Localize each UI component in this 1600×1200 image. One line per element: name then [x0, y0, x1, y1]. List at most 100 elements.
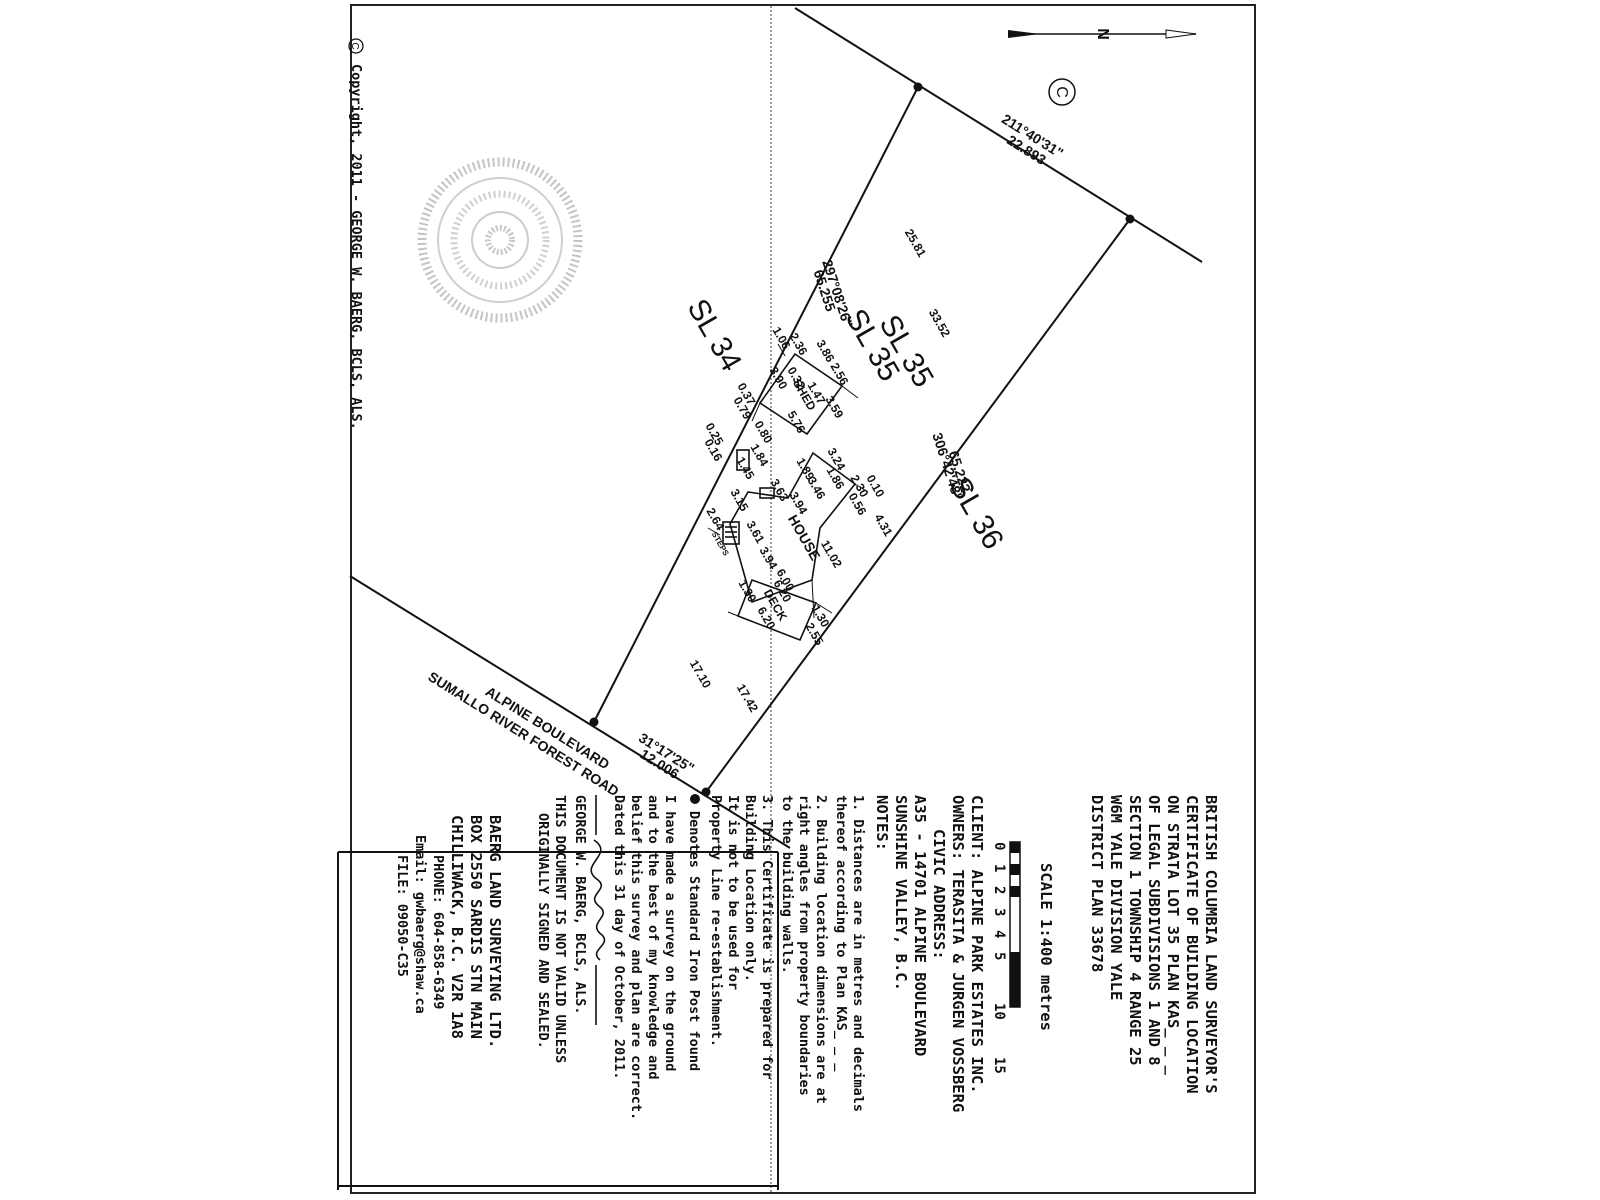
svg-text:3: 3 — [991, 908, 1007, 916]
road-label-sumallo: SUMALLO RIVER FOREST ROAD — [425, 668, 621, 799]
civic-address-label: CIVIC ADDRESS: — [930, 829, 948, 960]
dimension-label: 2.64 — [704, 505, 728, 533]
svg-text:Property Line re-establishment: Property Line re-establishment. — [708, 795, 724, 1047]
copyright-circle-icon: C — [1048, 78, 1076, 106]
svg-text:C: C — [1053, 86, 1070, 98]
dimension-label: 17.42 — [734, 681, 761, 714]
civic-address-line1: A35 - 14701 ALPINE BOULEVARD — [911, 795, 929, 1056]
buildings — [722, 352, 857, 642]
svg-text:I have made a survey on the gr: I have made a survey on the ground — [662, 795, 678, 1071]
dimension-label: 33.52 — [926, 306, 953, 339]
signatory-name: GEORGE W. BAERG, BCLS, ALS. — [572, 795, 588, 1014]
iron-post-marker — [1125, 214, 1135, 224]
embossed-seal — [417, 157, 583, 323]
title-block-frame — [337, 851, 779, 1190]
svg-text:10: 10 — [991, 1003, 1007, 1020]
south-lot-label: SL 34 — [681, 294, 748, 377]
svg-text:right angles from property bou: right angles from property boundaries — [796, 795, 812, 1096]
dimension-label: 17.10 — [687, 657, 714, 690]
dimension-label: 3.46 — [805, 474, 829, 502]
svg-text:2: 2 — [991, 886, 1007, 894]
svg-text:It is not to be used for: It is not to be used for — [725, 795, 741, 990]
south-side-line — [593, 86, 919, 723]
dimension-label: 3.94 — [757, 544, 781, 572]
svg-text:5: 5 — [991, 952, 1007, 960]
svg-text:to the building walls.: to the building walls. — [779, 795, 795, 974]
svg-text:CERTIFICATE OF BUILDING LOCATI: CERTIFICATE OF BUILDING LOCATION — [1183, 795, 1201, 1094]
notes-heading: NOTES: — [873, 795, 891, 851]
property-lines — [349, 7, 1203, 849]
svg-text:W6M YALE DIVISION YALE: W6M YALE DIVISION YALE — [1107, 795, 1125, 1000]
svg-text:Email: gwbaerg@shaw.ca: Email: gwbaerg@shaw.ca — [412, 835, 428, 1014]
rear-steps-outline — [759, 487, 775, 499]
svg-text:BRITISH COLUMBIA LAND SURVEYOR: BRITISH COLUMBIA LAND SURVEYOR'S — [1202, 795, 1220, 1094]
iron-posts — [589, 82, 1135, 797]
svg-text:1. Distances are in metres and: 1. Distances are in metres and decimals — [850, 795, 866, 1112]
svg-text:belief this survey and plan ar: belief this survey and plan are correct. — [628, 795, 644, 1120]
chimney-outline — [736, 449, 750, 471]
iron-post-legend-text: Denotes Standard Iron Post found — [686, 811, 702, 1071]
svg-text:BOX 2550 SARDIS STN MAIN: BOX 2550 SARDIS STN MAIN — [467, 815, 485, 1039]
civic-address-line2: SUNSHINE VALLEY, B.C. — [892, 795, 910, 991]
svg-text:OF LEGAL SUBDIVISIONS 1 AND 8: OF LEGAL SUBDIVISIONS 1 AND 8 — [1145, 795, 1163, 1066]
svg-text:PHONE: 604-858-6349: PHONE: 604-858-6349 — [430, 855, 446, 1009]
survey-title: BRITISH COLUMBIA LAND SURVEYOR'S CERTIFI… — [1088, 795, 1220, 1094]
offset-lines — [707, 343, 869, 619]
dimension-label: 0.80 — [752, 418, 776, 446]
dimension-label: 4.31 — [872, 511, 896, 539]
front-steps-outline — [722, 521, 740, 545]
scale-label: SCALE 1:400 metres — [1037, 863, 1055, 1031]
svg-text:2. Building location dimension: 2. Building location dimensions are at — [813, 795, 829, 1104]
signature — [590, 795, 606, 1025]
svg-text:3. This Certificate is prepare: 3. This Certificate is prepared for — [759, 795, 775, 1079]
dimension-label: 3.63 — [768, 476, 792, 504]
north-side-line — [705, 218, 1131, 793]
dimension-label: 1.86 — [824, 464, 848, 492]
dimension-label: 25.81 — [902, 226, 929, 259]
rear-boundary-line — [794, 7, 1203, 263]
iron-post-legend-icon — [690, 794, 700, 804]
deck-outline — [736, 578, 818, 642]
svg-text:THIS DOCUMENT IS NOT VALID UNL: THIS DOCUMENT IS NOT VALID UNLESS — [552, 795, 568, 1063]
svg-text:15: 15 — [991, 1057, 1007, 1074]
iron-post-marker — [913, 82, 923, 92]
svg-text:thereof according to Plan KAS_: thereof according to Plan KAS_ _ _ — [833, 795, 849, 1072]
dimension-label: 3.94 — [787, 489, 811, 517]
svg-text:CHILLIWACK, B.C. V2R 1A8: CHILLIWACK, B.C. V2R 1A8 — [448, 815, 466, 1039]
dimension-label: 3.15 — [728, 486, 752, 514]
owners-line: OWNERS: TERASITA & JURGEN VOSSBERG — [949, 795, 967, 1112]
client-line: CLIENT: ALPINE PARK ESTATES INC. — [968, 795, 986, 1094]
svg-text:ORIGINALLY SIGNED AND SEALED.: ORIGINALLY SIGNED AND SEALED. — [535, 813, 551, 1049]
scale-bar — [1009, 841, 1021, 1008]
svg-text:0: 0 — [991, 842, 1007, 850]
iron-post-marker — [589, 717, 599, 727]
svg-text:DISTRICT PLAN 33678: DISTRICT PLAN 33678 — [1088, 795, 1106, 972]
copyright-icon — [348, 38, 364, 54]
title-block: BRITISH COLUMBIA LAND SURVEYOR'S CERTIFI… — [337, 794, 1220, 1190]
svg-text:and to the best of my knowledg: and to the best of my knowledge and — [645, 795, 661, 1079]
svg-text:ON STRATA LOT 35 PLAN KAS_ _ _: ON STRATA LOT 35 PLAN KAS_ _ _ — [1164, 795, 1182, 1076]
svg-text:Building Location only.: Building Location only. — [742, 795, 758, 982]
dimension-label: 2.56 — [828, 360, 852, 388]
notes-list: 1. Distances are in metres and decimals … — [708, 795, 866, 1112]
road-boundary-line — [349, 575, 791, 849]
iron-post-marker — [701, 787, 711, 797]
dimension-label: 3.61 — [744, 518, 768, 546]
shed-outline — [758, 352, 844, 436]
firm-details: BAERG LAND SURVEYING LTD. BOX 2550 SARDI… — [394, 815, 504, 1048]
certification-statement: I have made a survey on the ground and t… — [611, 795, 678, 1120]
copyright-line: C Copyright, 2011 - GEORGE W. BAERG, BCL… — [348, 38, 364, 430]
svg-text:FILE: 09050-C35: FILE: 09050-C35 — [394, 855, 410, 977]
validity-note: THIS DOCUMENT IS NOT VALID UNLESS ORIGIN… — [535, 795, 568, 1063]
fold-line — [770, 6, 772, 1192]
svg-text:Dated this 31 day of October,: Dated this 31 day of October, 2011. — [611, 795, 627, 1079]
svg-text:BAERG LAND SURVEYING LTD.: BAERG LAND SURVEYING LTD. — [486, 815, 504, 1048]
svg-text:SECTION 1 TOWNSHIP 4 RANGE 25: SECTION 1 TOWNSHIP 4 RANGE 25 — [1126, 795, 1144, 1066]
north-arrow: N — [1008, 28, 1197, 40]
svg-text:4: 4 — [991, 930, 1007, 938]
svg-text:Copyright, 2011 - GEORGE W. BA: Copyright, 2011 - GEORGE W. BAERG, BCLS,… — [348, 64, 364, 430]
dimension-label: 3.86 — [814, 337, 838, 365]
north-arrow-letter: N — [1094, 28, 1111, 40]
scale-ticks: 0 1 2 3 4 5 10 15 — [991, 842, 1007, 1074]
